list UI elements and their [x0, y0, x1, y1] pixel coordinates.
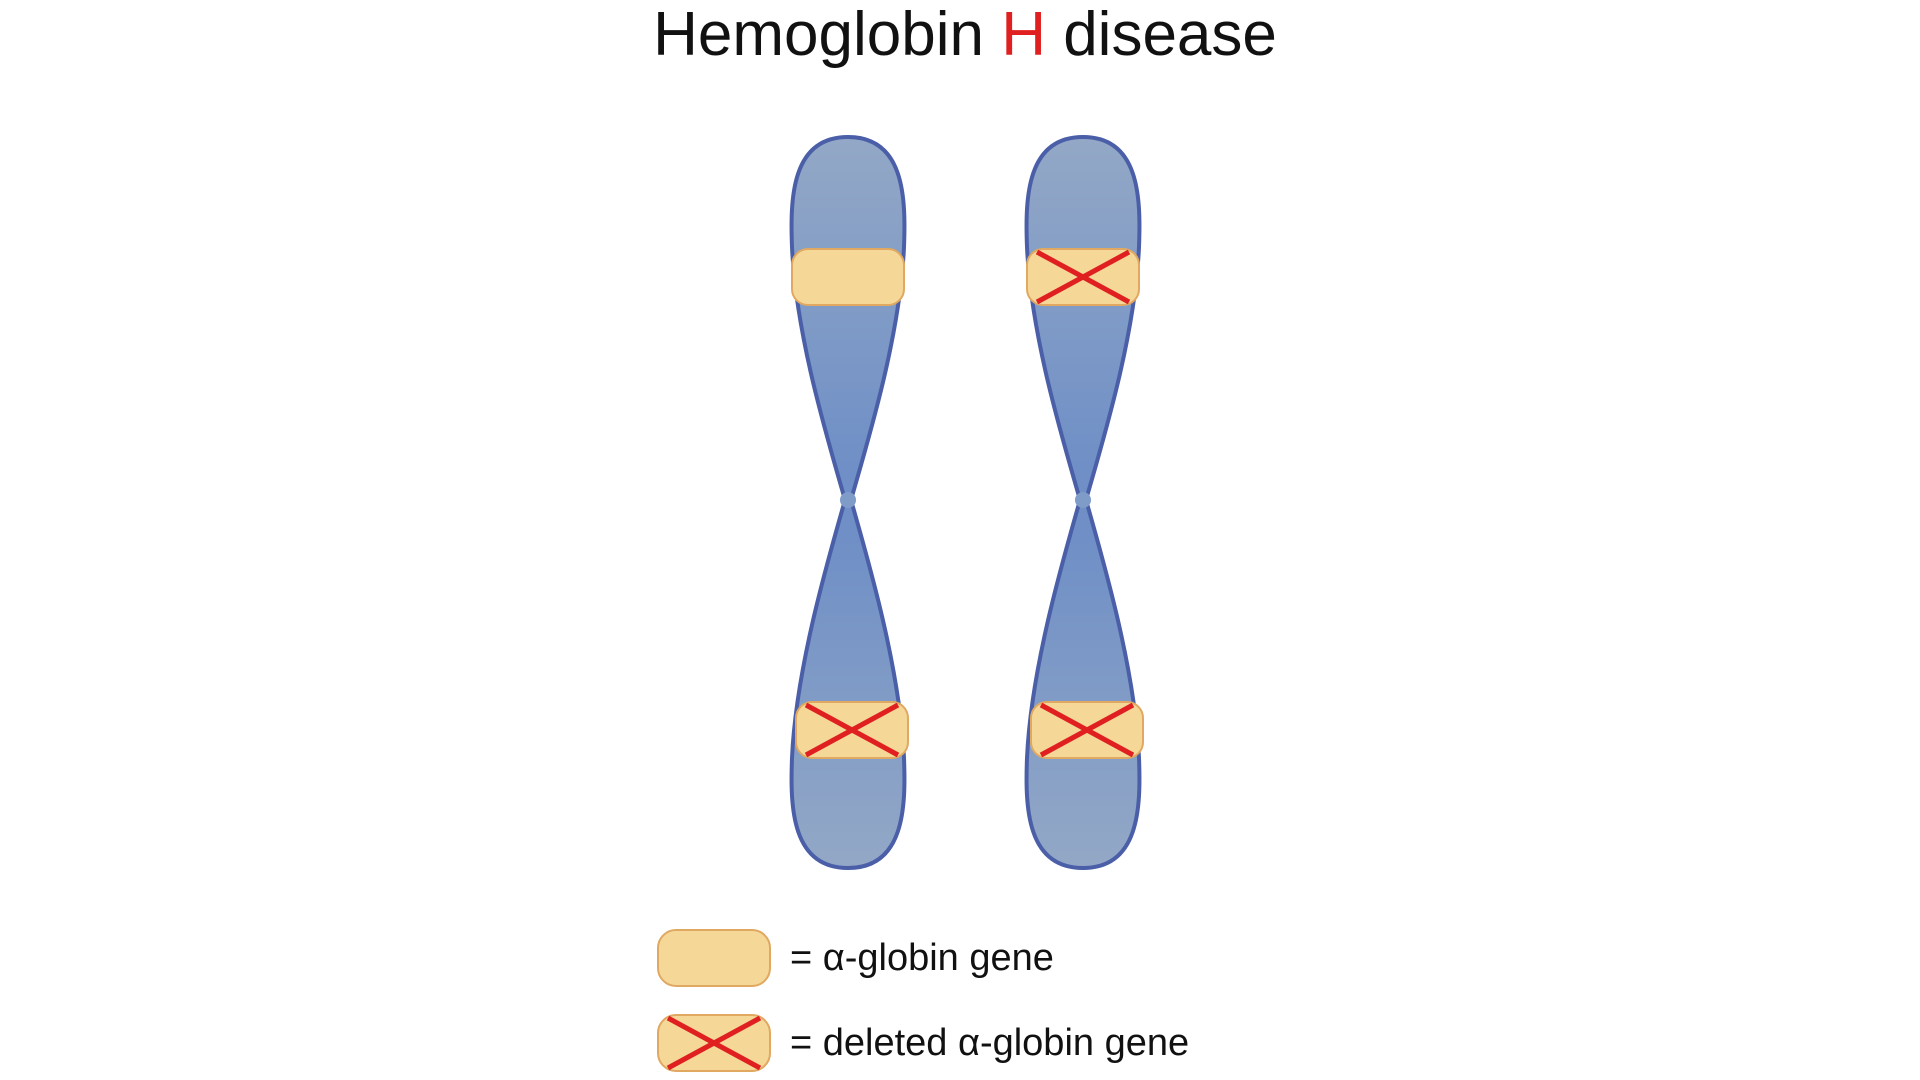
chromosome-left [789, 134, 909, 871]
legend-gene-swatch [657, 929, 771, 987]
deletion-cross-line [804, 702, 900, 758]
title-part-2: disease [1046, 0, 1277, 69]
diagram-title: Hemoglobin H disease [653, 0, 1277, 69]
title-part-1: Hemoglobin [653, 0, 1001, 69]
legend-deleted-label: = deleted α-globin gene [790, 1022, 1189, 1064]
chromosome-pair [789, 134, 1144, 871]
legend-normal-gene: = α-globin gene [657, 929, 1054, 987]
legend-deleted-gene: = deleted α-globin gene [657, 1014, 1189, 1072]
deletion-cross-line [1039, 702, 1135, 758]
centromere [840, 492, 856, 508]
chromosome-right [1024, 134, 1144, 871]
deletion-cross-line [1035, 249, 1131, 305]
legend: = α-globin gene = deleted α-globin gene [657, 929, 1189, 1072]
legend-normal-label: = α-globin gene [790, 937, 1054, 979]
title-highlight: H [1001, 0, 1046, 69]
alpha-globin-gene [791, 248, 905, 306]
centromere [1075, 492, 1091, 508]
legend-deletion-cross-b [666, 1015, 762, 1071]
